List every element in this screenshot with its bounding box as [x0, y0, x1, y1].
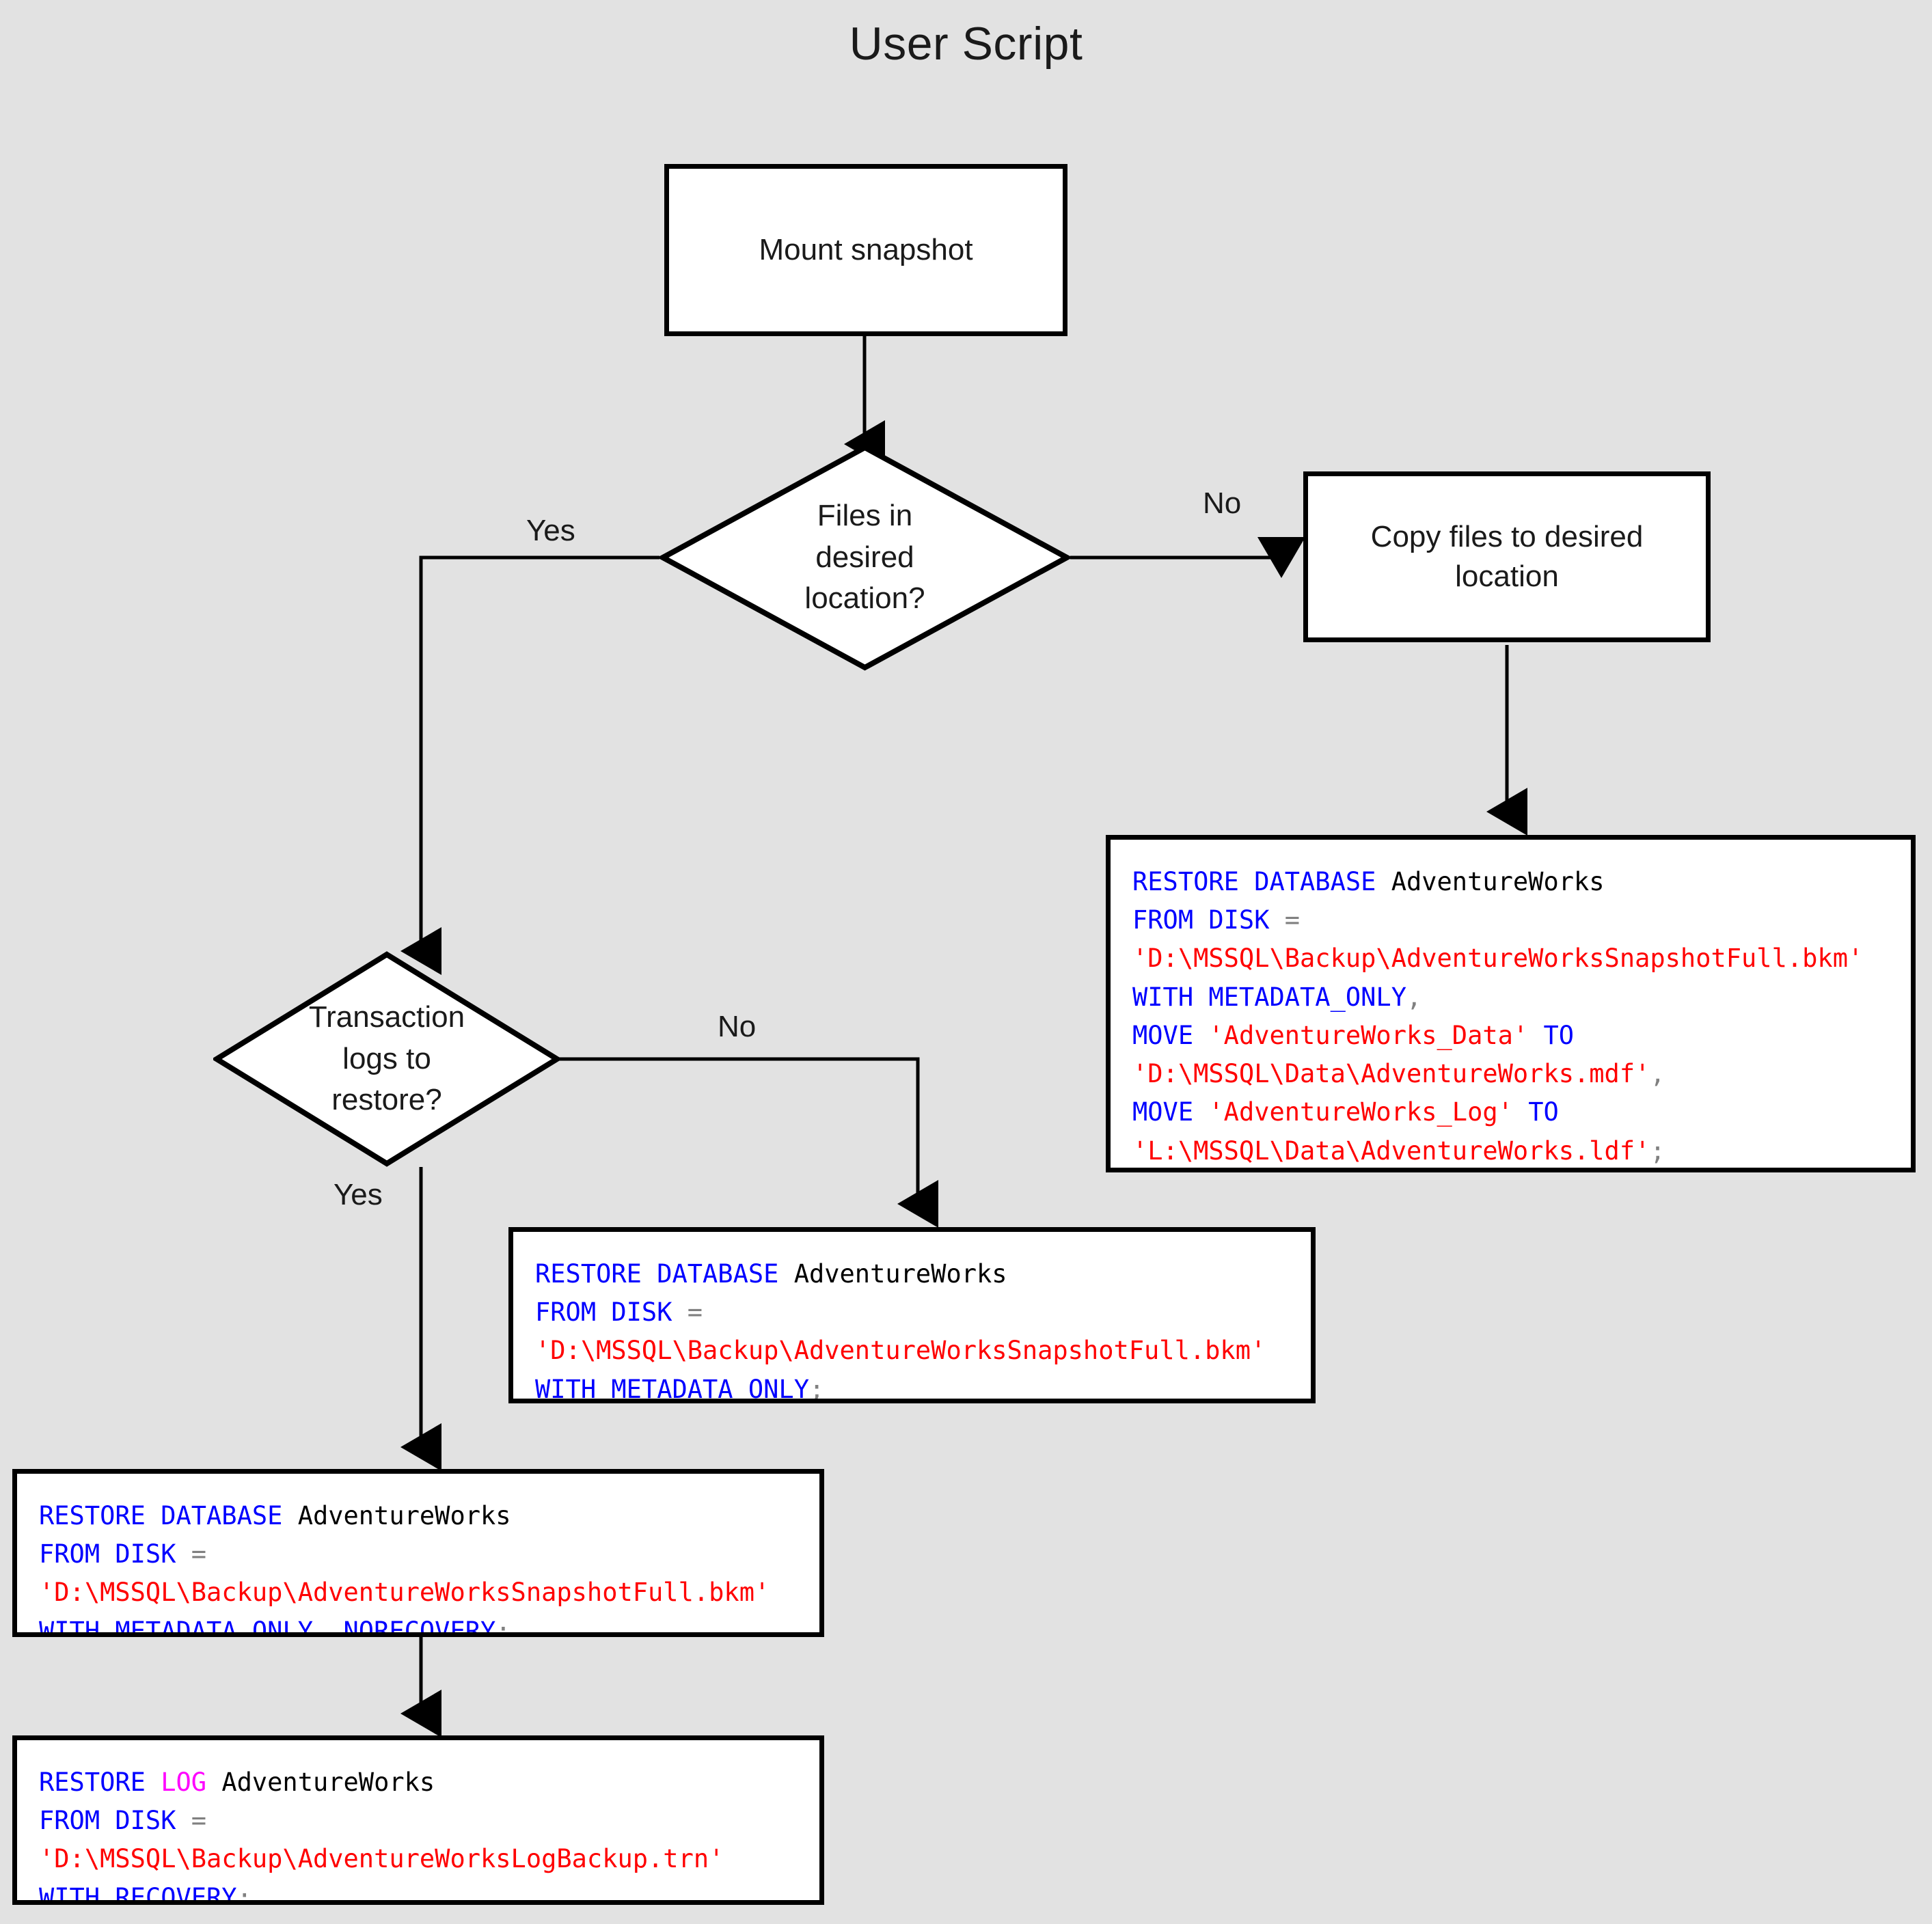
- code-token: MOVE: [1132, 1097, 1209, 1127]
- code-token: RESTORE DATABASE: [535, 1259, 794, 1289]
- edge-label-logs-no: No: [718, 1010, 757, 1043]
- code-token: =: [191, 1806, 207, 1836]
- code-block-restore-log[interactable]: RESTORE LOG AdventureWorks FROM DISK = '…: [12, 1735, 824, 1905]
- code-token: 'D:\MSSQL\Data\AdventureWorks.mdf': [1132, 1059, 1650, 1089]
- code-token: 'L:\MSSQL\Data\AdventureWorks.ldf': [1132, 1136, 1650, 1166]
- edge-files-yes: [400, 555, 659, 975]
- code-token: AdventureWorks: [221, 1768, 435, 1797]
- code-token: ;: [808, 1374, 825, 1403]
- code-token: AdventureWorks: [793, 1259, 1007, 1289]
- code-token: ;: [236, 1882, 252, 1905]
- edge-label-files-yes: Yes: [526, 514, 575, 547]
- code-token: LOG: [161, 1768, 222, 1797]
- code-token: =: [1284, 905, 1301, 935]
- code-token: FROM DISK: [1132, 905, 1285, 935]
- code-token: ,: [1650, 1059, 1665, 1089]
- diamond-shape-files: [657, 444, 1073, 671]
- code-block-restore-database-metadata-only[interactable]: RESTORE DATABASE AdventureWorks FROM DIS…: [508, 1227, 1316, 1403]
- code-token: RESTORE DATABASE: [39, 1501, 298, 1530]
- code-token: RESTORE DATABASE: [1132, 867, 1391, 896]
- diamond-shape-logs: [211, 951, 562, 1167]
- code-token: TO: [1512, 1097, 1559, 1127]
- code-token: TO: [1528, 1020, 1575, 1050]
- code-token: =: [191, 1539, 207, 1569]
- node-copy-files[interactable]: Copy files to desired location: [1303, 471, 1711, 642]
- code-token: WITH RECOVERY: [39, 1882, 237, 1905]
- code-token: FROM DISK: [39, 1806, 191, 1836]
- code-token: RESTORE: [39, 1768, 161, 1797]
- code-token: FROM DISK: [535, 1297, 688, 1328]
- code-token: WITH METADATA_ONLY: [535, 1374, 809, 1403]
- node-logs-decision[interactable]: Transaction logs to restore?: [211, 951, 562, 1167]
- page-title: User Script: [849, 18, 1083, 70]
- edge-label-files-no: No: [1203, 486, 1242, 520]
- code-block-restore-database-norecovery[interactable]: RESTORE DATABASE AdventureWorks FROM DIS…: [12, 1469, 824, 1637]
- node-mount-snapshot-label: Mount snapshot: [759, 232, 973, 266]
- edge-label-logs-yes: Yes: [334, 1178, 383, 1211]
- code-token: ;: [495, 1616, 511, 1637]
- code-token: ,: [1406, 982, 1422, 1012]
- code-token: AdventureWorks: [297, 1501, 511, 1530]
- code-token: AdventureWorks: [1391, 867, 1605, 896]
- code-token: =: [687, 1297, 703, 1328]
- code-token: NORECOVERY: [343, 1616, 496, 1637]
- code-token: 'D:\MSSQL\Backup\AdventureWorksLogBackup…: [39, 1844, 724, 1874]
- code-token: 'D:\MSSQL\Backup\AdventureWorksSnapshotF…: [1132, 944, 1864, 974]
- code-token: 'AdventureWorks_Log': [1208, 1097, 1513, 1127]
- code-block-restore-database-with-move[interactable]: RESTORE DATABASE AdventureWorks FROM DIS…: [1106, 835, 1916, 1172]
- node-mount-snapshot[interactable]: Mount snapshot: [664, 164, 1067, 336]
- code-token: ,: [312, 1616, 344, 1637]
- code-token: MOVE: [1132, 1020, 1209, 1050]
- code-token: WITH METADATA_ONLY: [1132, 982, 1406, 1012]
- node-copy-files-label: Copy files to desired location: [1370, 519, 1644, 593]
- code-token: WITH METADATA_ONLY: [39, 1616, 313, 1637]
- code-token: FROM DISK: [39, 1539, 191, 1569]
- node-files-decision[interactable]: Files in desired location?: [657, 444, 1073, 671]
- code-token: 'AdventureWorks_Data': [1208, 1020, 1529, 1050]
- code-token: 'D:\MSSQL\Backup\AdventureWorksSnapshotF…: [39, 1578, 770, 1608]
- edge-logs-no: [559, 1057, 938, 1228]
- code-token: 'D:\MSSQL\Backup\AdventureWorksSnapshotF…: [535, 1336, 1266, 1366]
- code-token: ;: [1650, 1136, 1665, 1166]
